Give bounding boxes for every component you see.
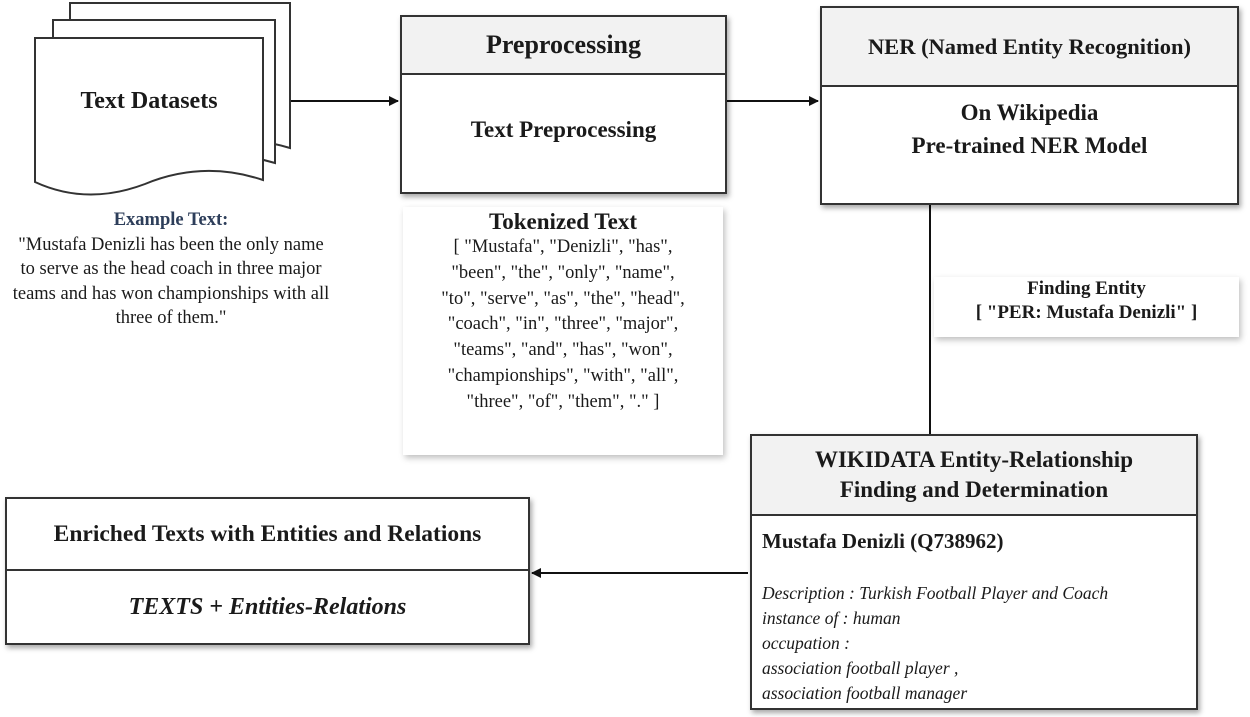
datasets-label: Text Datasets [80, 88, 218, 114]
finding-entity-panel: Finding Entity [ "PER: Mustafa Denizli" … [934, 277, 1239, 337]
tokenized-text-title: Tokenized Text [488, 209, 638, 234]
finding-entity-title: Finding Entity [1027, 278, 1146, 299]
ner-body-line1: On Wikipedia [960, 100, 1099, 125]
ner-box: NER (Named Entity Recognition) On Wikipe… [820, 6, 1239, 205]
token-line: "three", "of", "them", "." ] [466, 391, 660, 412]
document-stack-icon [34, 2, 291, 196]
document-front [34, 37, 264, 196]
wikidata-box: WIKIDATA Entity-Relationship Finding and… [750, 434, 1198, 710]
preprocessing-header: Preprocessing [402, 17, 725, 75]
ner-body: On Wikipedia Pre-trained NER Model [822, 87, 1237, 197]
token-line: "to", "serve", "as", "the", "head", [441, 288, 685, 309]
wikidata-detail: instance of : human [762, 608, 901, 628]
finding-entity-value: [ "PER: Mustafa Denizli" ] [975, 302, 1198, 323]
example-text-body: "Mustafa Denizli has been the only name … [12, 234, 330, 329]
ner-body-line2: Pre-trained NER Model [911, 133, 1148, 158]
token-line: "coach", "in", "three", "major", [447, 314, 679, 335]
wikidata-details: Description : Turkish Football Player an… [762, 581, 1108, 706]
enriched-body: TEXTS + Entities-Relations [128, 593, 407, 620]
tokenized-text-list: [ "Mustafa", "Denizli", "has", "been", "… [403, 235, 723, 416]
wikidata-entity: Mustafa Denizli (Q738962) [762, 529, 1004, 553]
wikidata-detail: association football player , [762, 658, 959, 678]
wikidata-header-line2: Finding and Determination [839, 477, 1109, 502]
enriched-box: Enriched Texts with Entities and Relatio… [5, 497, 530, 645]
wikidata-header-line1: WIKIDATA Entity-Relationship [814, 447, 1133, 472]
ner-header: NER (Named Entity Recognition) [822, 8, 1237, 87]
wikidata-detail: association football manager [762, 683, 968, 703]
enriched-header: Enriched Texts with Entities and Relatio… [7, 499, 528, 571]
example-text-block: Example Text: "Mustafa Denizli has been … [12, 208, 330, 331]
wikidata-header: WIKIDATA Entity-Relationship Finding and… [752, 436, 1196, 516]
token-line: [ "Mustafa", "Denizli", "has", [453, 237, 673, 257]
tokenized-text-panel: Tokenized Text [ "Mustafa", "Denizli", "… [403, 207, 723, 455]
token-line: "been", "the", "only", "name", [451, 262, 675, 283]
wikidata-detail: Description : Turkish Football Player an… [762, 583, 1109, 603]
token-line: "teams", "and", "has", "won", [453, 340, 673, 361]
token-line: "championships", "with", "all", [447, 365, 679, 386]
example-text-title: Example Text: [113, 210, 229, 230]
wikidata-detail: occupation : [762, 633, 850, 653]
preprocessing-body: Text Preprocessing [470, 116, 657, 142]
preprocessing-box: Preprocessing Text Preprocessing [400, 15, 727, 194]
